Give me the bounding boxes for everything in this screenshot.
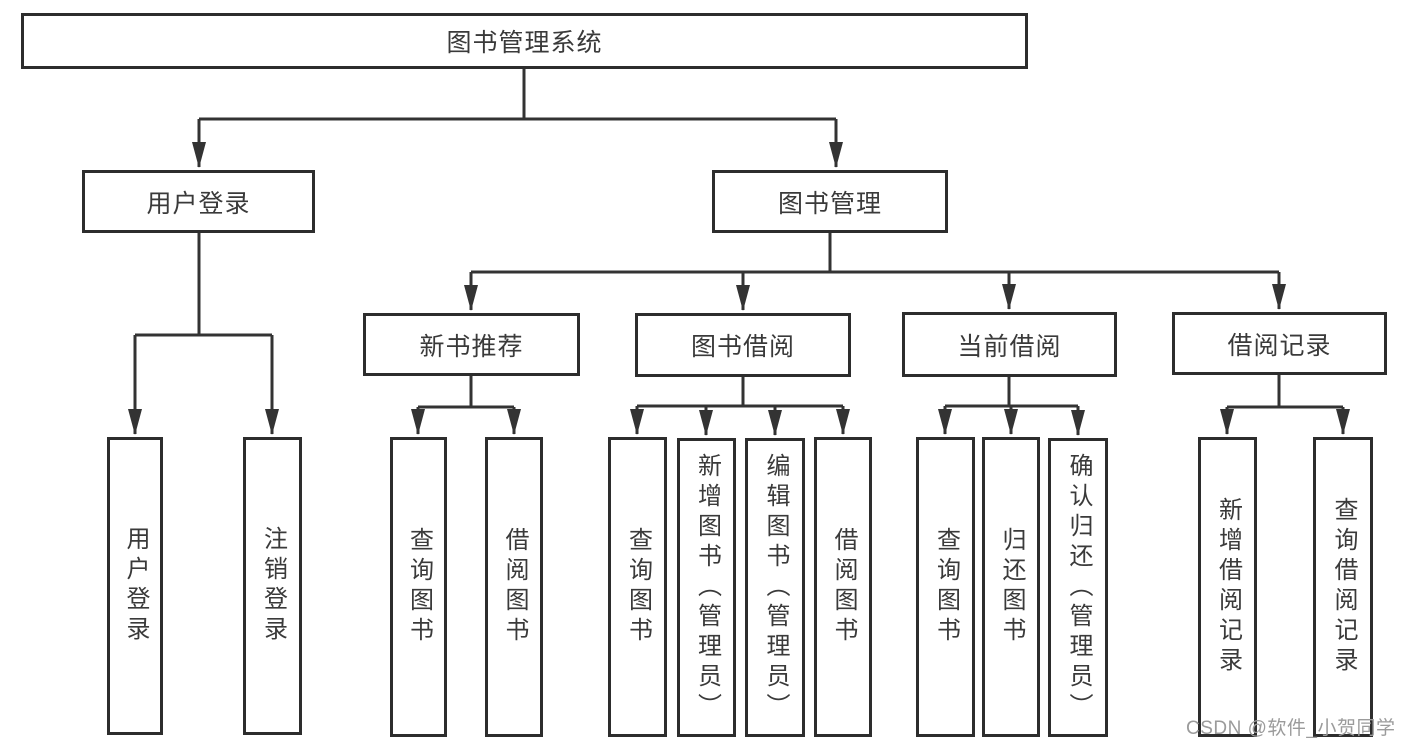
node-borrow-records-label: 借阅记录 <box>1227 331 1332 360</box>
node-current-borrow: 当前借阅 <box>902 312 1117 377</box>
leaf-borrow-edit-admin-label: 编辑图书（管理员） <box>762 452 789 723</box>
leaf-logout-label: 注销登录 <box>259 526 287 646</box>
leaf-current-return: 归还图书 <box>982 437 1040 737</box>
leaf-records-query-label: 查询借阅记录 <box>1330 497 1357 677</box>
leaf-borrow-borrow-label: 借阅图书 <box>830 527 857 647</box>
node-borrow-records: 借阅记录 <box>1172 312 1387 375</box>
leaf-current-query-label: 查询图书 <box>932 527 960 647</box>
leaf-borrow-add-admin-label: 新增图书（管理员） <box>693 452 721 723</box>
leaf-user-login-label: 用户登录 <box>122 526 149 646</box>
node-current-borrow-label: 当前借阅 <box>957 332 1062 361</box>
node-book-management: 图书管理 <box>712 170 948 233</box>
node-user-login: 用户登录 <box>82 170 315 233</box>
node-book-management-label: 图书管理 <box>777 189 882 218</box>
leaf-current-confirm-admin: 确认归还（管理员） <box>1048 438 1108 737</box>
node-book-borrow: 图书借阅 <box>635 313 851 377</box>
leaf-current-return-label: 归还图书 <box>998 527 1025 647</box>
leaf-newbooks-borrow-label: 借阅图书 <box>501 527 528 647</box>
leaf-records-add-label: 新增借阅记录 <box>1214 497 1242 677</box>
watermark: CSDN @软件_小贺同学 <box>1186 718 1396 739</box>
leaf-current-query: 查询图书 <box>916 437 975 737</box>
leaf-borrow-add-admin: 新增图书（管理员） <box>677 438 736 737</box>
leaf-newbooks-query-label: 查询图书 <box>405 527 433 647</box>
node-root-label: 图书管理系统 <box>446 29 603 57</box>
leaf-borrow-query: 查询图书 <box>608 437 667 737</box>
node-user-login-label: 用户登录 <box>146 189 251 218</box>
leaf-borrow-borrow: 借阅图书 <box>814 437 872 737</box>
leaf-newbooks-borrow: 借阅图书 <box>485 437 543 737</box>
leaf-newbooks-query: 查询图书 <box>390 437 447 737</box>
leaf-records-add: 新增借阅记录 <box>1198 437 1257 737</box>
leaf-logout: 注销登录 <box>243 437 302 735</box>
leaf-records-query: 查询借阅记录 <box>1313 437 1373 737</box>
node-book-borrow-label: 图书借阅 <box>690 333 795 361</box>
leaf-user-login: 用户登录 <box>107 437 163 735</box>
leaf-borrow-edit-admin: 编辑图书（管理员） <box>745 438 805 737</box>
node-root: 图书管理系统 <box>21 13 1028 69</box>
leaf-borrow-query-label: 查询图书 <box>624 527 652 647</box>
node-new-books: 新书推荐 <box>363 313 580 376</box>
leaf-current-confirm-admin-label: 确认归还（管理员） <box>1065 452 1092 723</box>
node-new-books-label: 新书推荐 <box>419 332 524 361</box>
